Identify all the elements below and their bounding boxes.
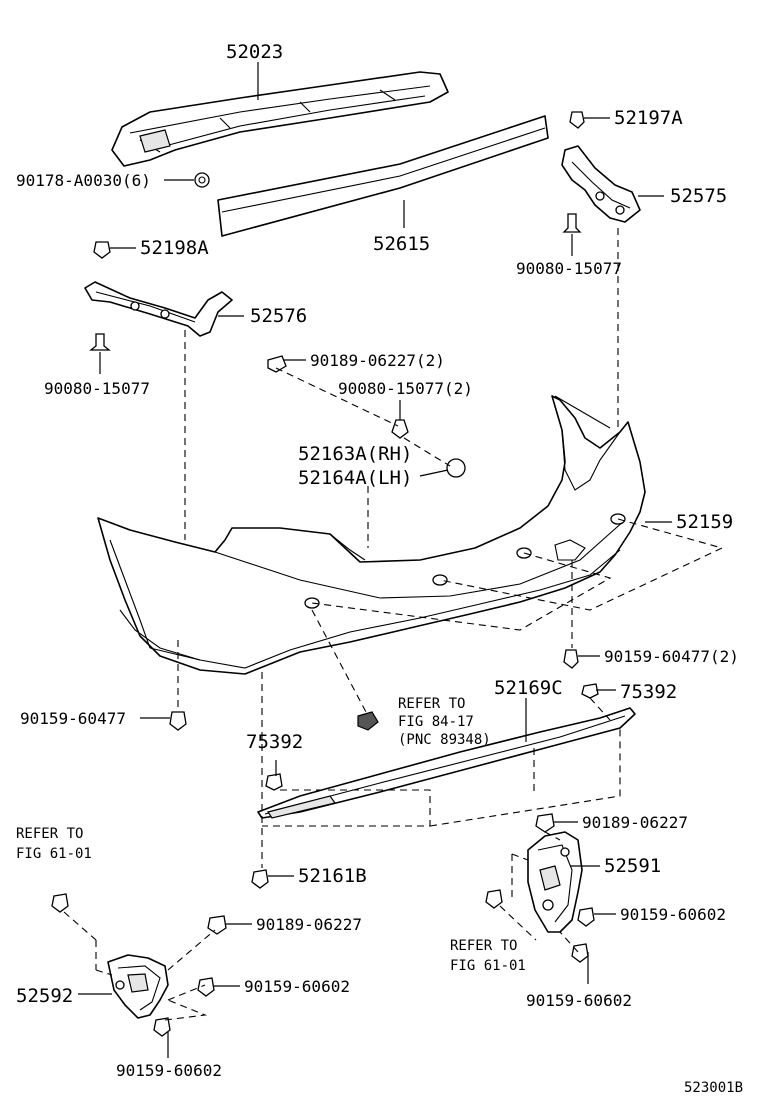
label-52198A: 52198A xyxy=(140,237,209,259)
label-52164A: 52164A(LH) xyxy=(298,467,412,489)
label-90159-60602-lh-1: 90159-60602 xyxy=(244,977,350,996)
screw-icon xyxy=(169,711,187,731)
assembly-lines xyxy=(63,228,724,1021)
clip-icon xyxy=(581,683,599,699)
label-52169C: 52169C xyxy=(494,677,563,699)
screw-icon xyxy=(563,649,579,669)
label-90178: 90178-A0030(6) xyxy=(16,171,151,190)
bolt-icon xyxy=(562,213,582,233)
screw-icon xyxy=(197,977,215,997)
refer-fig-84-line3: (PNC 89348) xyxy=(398,732,491,748)
clip-icon xyxy=(535,813,555,833)
nut-icon xyxy=(194,172,210,188)
fastener-icons xyxy=(51,111,599,1037)
refer-fig-84-line2: FIG 84-17 xyxy=(398,714,474,730)
rh-side-bracket-part[interactable] xyxy=(527,831,583,933)
label-52161B: 52161B xyxy=(298,865,367,887)
label-52592: 52592 xyxy=(16,985,73,1007)
label-52159: 52159 xyxy=(676,511,733,533)
label-52163A: 52163A(RH) xyxy=(298,443,412,465)
label-90159-60602-rh-1: 90159-60602 xyxy=(620,905,726,924)
label-52576: 52576 xyxy=(250,305,307,327)
label-75392-rh: 75392 xyxy=(620,681,677,703)
label-90159-60602-rh-2: 90159-60602 xyxy=(526,991,632,1010)
bumper-cover-part[interactable] xyxy=(97,395,646,675)
clip-icon xyxy=(207,915,227,935)
label-52023: 52023 xyxy=(226,41,283,63)
cap-icon xyxy=(446,458,466,478)
refer-fig-61-left-line2: FIG 61-01 xyxy=(16,846,92,862)
clip-icon xyxy=(51,893,69,913)
label-90080-lh: 90080-15077 xyxy=(44,379,150,398)
diagram-id: 523001B xyxy=(684,1080,743,1096)
label-90159-pair: 90159-60477(2) xyxy=(604,647,739,666)
energy-absorber-part[interactable] xyxy=(111,71,449,167)
refer-fig-84-line1: REFER TO xyxy=(398,696,465,712)
label-90189-rh: 90189-06227 xyxy=(582,813,688,832)
screw-icon xyxy=(571,943,589,963)
leader-lines xyxy=(78,62,672,1058)
rh-bracket-part[interactable] xyxy=(561,145,641,223)
clip-icon xyxy=(357,711,379,731)
clip-icon xyxy=(265,773,283,791)
label-90080-rh: 90080-15077 xyxy=(516,259,622,278)
clip-icon xyxy=(93,241,111,259)
label-90080-pair: 90080-15077(2) xyxy=(338,379,473,398)
label-52591: 52591 xyxy=(604,855,661,877)
refer-fig-61-right-line2: FIG 61-01 xyxy=(450,958,526,974)
bolt-icon xyxy=(391,419,409,439)
lh-bracket-part[interactable] xyxy=(84,281,233,337)
label-90159-single: 90159-60477 xyxy=(20,709,126,728)
label-90189-pair: 90189-06227(2) xyxy=(310,351,445,370)
screw-icon xyxy=(153,1017,171,1037)
label-90189-lh: 90189-06227 xyxy=(256,915,362,934)
label-75392-lh: 75392 xyxy=(246,731,303,753)
bolt-icon xyxy=(89,333,111,351)
refer-fig-61-right-line1: REFER TO xyxy=(450,938,517,954)
clip-icon xyxy=(569,111,585,129)
refer-fig-61-left-line1: REFER TO xyxy=(16,826,83,842)
clip-icon xyxy=(485,889,503,909)
label-52197A: 52197A xyxy=(614,107,683,129)
label-90159-60602-lh-2: 90159-60602 xyxy=(116,1061,222,1080)
reinforcement-bar-part[interactable] xyxy=(217,115,549,237)
clip-icon xyxy=(267,355,287,373)
screw-icon xyxy=(577,907,595,927)
lh-side-bracket-part[interactable] xyxy=(107,954,169,1019)
label-52575: 52575 xyxy=(670,185,727,207)
clip-icon xyxy=(251,869,269,889)
label-52615: 52615 xyxy=(373,233,430,255)
